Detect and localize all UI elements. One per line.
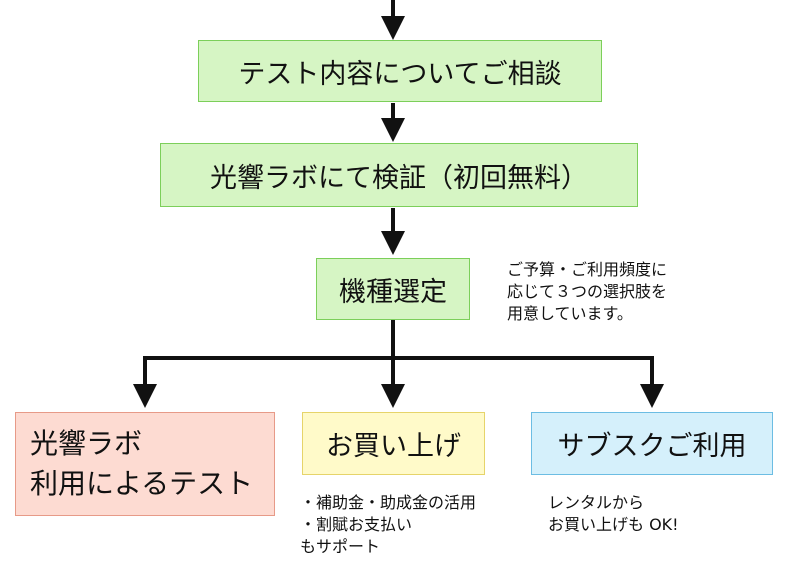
subscribe-note-line: お買い上げも OK! — [548, 515, 679, 534]
purchase-note-line: ・割賦お支払い — [300, 515, 413, 534]
option-lab-title-line: 光響ラボ — [30, 427, 143, 460]
option-subscribe-title: サブスクご利用 — [557, 431, 747, 462]
select-note-line: ご予算・ご利用頻度に — [507, 260, 668, 279]
step-consult-label: テスト内容についてご相談 — [238, 58, 562, 90]
step-select: 機種選定 — [316, 258, 470, 320]
purchase-note-line: もサポート — [300, 537, 381, 556]
option-subscribe: サブスクご利用 — [531, 412, 773, 475]
select-note-line: 応じて３つの選択肢を — [507, 282, 668, 301]
purchase-note-line: ・補助金・助成金の活用 — [300, 493, 477, 512]
option-lab-title-line: 利用によるテスト — [30, 467, 254, 500]
select-note: ご予算・ご利用頻度に 応じて３つの選択肢を 用意しています。 — [507, 259, 667, 325]
option-purchase: お買い上げ — [302, 412, 485, 475]
select-note-line: 用意しています。 — [507, 304, 633, 323]
step-verify-label: 光響ラボにて検証（初回無料） — [210, 162, 588, 194]
option-purchase-title: お買い上げ — [326, 431, 461, 462]
purchase-notes: ・補助金・助成金の活用 ・割賦お支払い もサポート — [300, 492, 476, 558]
subscribe-note-line: レンタルから — [548, 493, 645, 512]
step-select-label: 機種選定 — [339, 276, 447, 308]
step-verify: 光響ラボにて検証（初回無料） — [160, 143, 638, 207]
subscribe-notes: レンタルから お買い上げも OK! — [548, 492, 679, 536]
step-consult: テスト内容についてご相談 — [198, 40, 602, 102]
option-lab: 光響ラボ 利用によるテスト — [15, 412, 275, 516]
